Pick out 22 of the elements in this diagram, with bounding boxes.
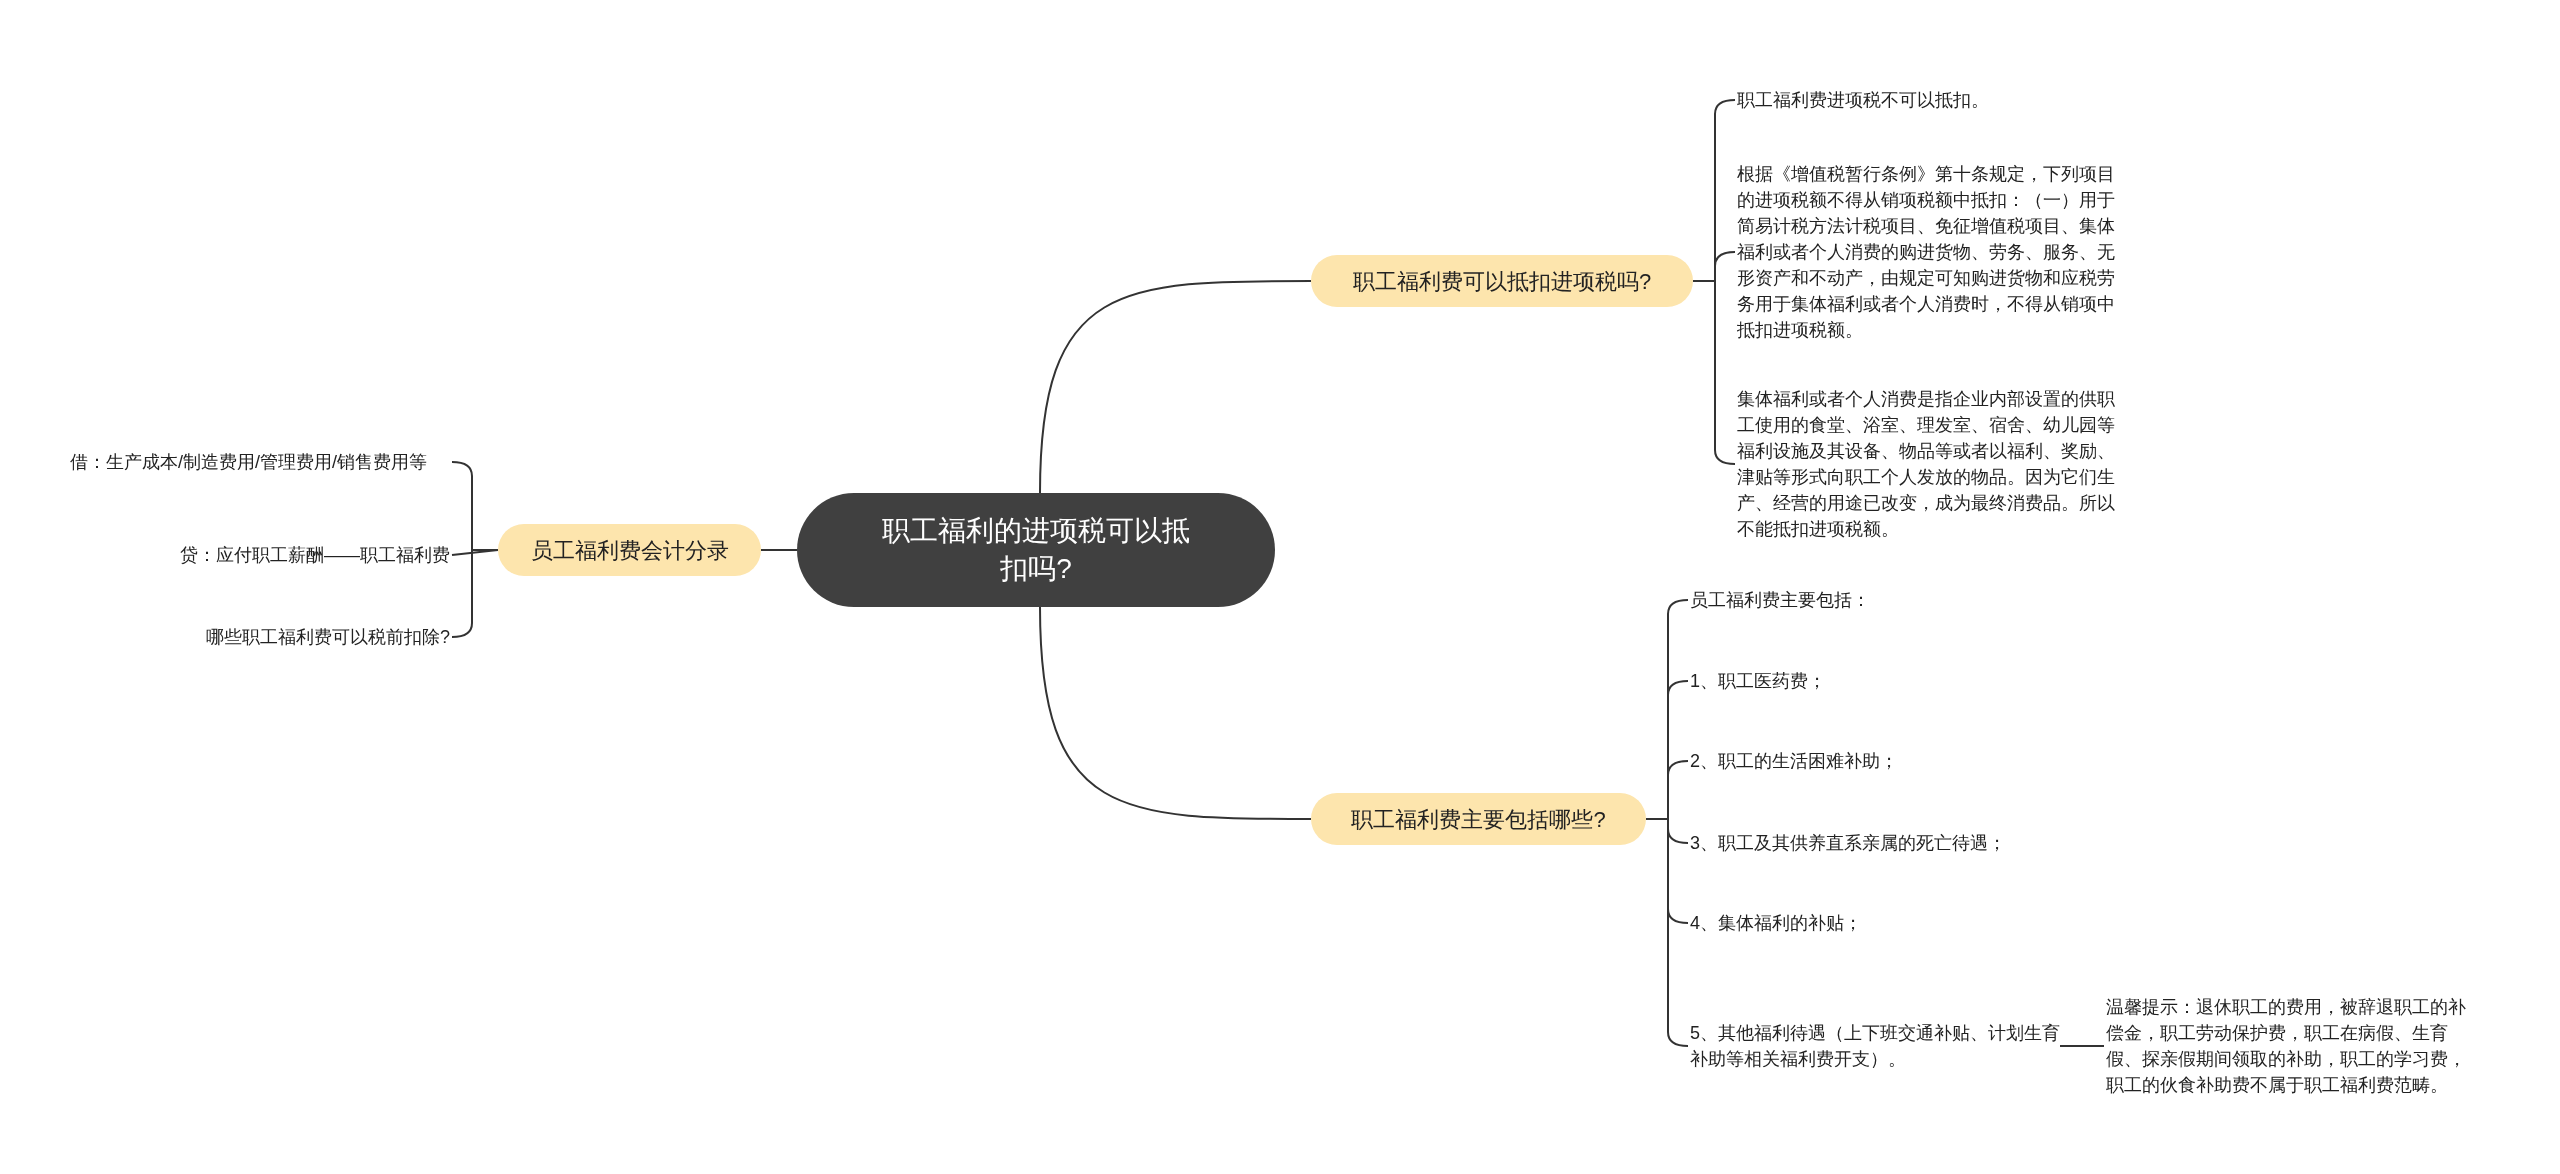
leaf-text: 3、职工及其供养直系亲属的死亡待遇； <box>1690 830 2068 856</box>
leaf-text: 温馨提示：退休职工的费用，被辞退职工的补偿金，职工劳动保护费，职工在病假、生育假、探亲假期间领取的补助，职工的学习费，职工的伙食补助费不属于职工福利费范畴。 <box>2106 994 2482 1098</box>
leaf-text: 哪些职工福利费可以税前扣除? <box>70 624 450 650</box>
leaf-text: 集体福利或者个人消费是指企业内部设置的供职工使用的食堂、浴室、理发室、宿舍、幼儿园等福利设施及其设备、物品等或者以福利、奖励、津贴等形式向职工个人发放的物品。因为它们生产、经营的用途已改变，成为最终消费品。所以不能抵扣进项税额。 <box>1737 386 2115 542</box>
connector-line <box>1039 280 1312 494</box>
topic-pill: 职工福利费主要包括哪些? <box>1311 793 1646 845</box>
leaf-text: 5、其他福利待遇（上下班交通补贴、计划生育补助等相关福利费开支）。 <box>1690 1020 2060 1072</box>
leaf-text: 1、职工医药费； <box>1690 668 2068 694</box>
leaf-text: 借：生产成本/制造费用/管理费用/销售费用等 <box>70 449 450 475</box>
central-topic: 职工福利的进项税可以抵扣吗? <box>797 493 1275 607</box>
topic-pill: 职工福利费可以抵扣进项税吗? <box>1311 255 1693 307</box>
connector-line <box>1692 280 1736 465</box>
leaf-text: 2、职工的生活困难补助； <box>1690 748 2068 774</box>
connector-line <box>1039 606 1312 820</box>
leaf-text: 4、集体福利的补贴； <box>1690 910 2068 936</box>
topic-pill: 员工福利费会计分录 <box>498 524 761 576</box>
leaf-text: 根据《增值税暂行条例》第十条规定，下列项目的进项税额不得从销项税额中抵扣：（一）用于简易计税方法计税项目、免征增值税项目、集体福利或者个人消费的购进货物、劳务、服务、无形资产和不动产，由规定可知购进货物和应税劳务用于集体福利或者个人消费时，不得从销项中抵扣进项税额。 <box>1737 161 2115 343</box>
connector-line <box>2059 1045 2105 1047</box>
leaf-text: 贷：应付职工薪酬——职工福利费 <box>70 542 450 568</box>
connector-line <box>760 549 798 551</box>
leaf-text: 员工福利费主要包括： <box>1690 587 2068 613</box>
leaf-text: 职工福利费进项税不可以抵扣。 <box>1737 87 2115 113</box>
